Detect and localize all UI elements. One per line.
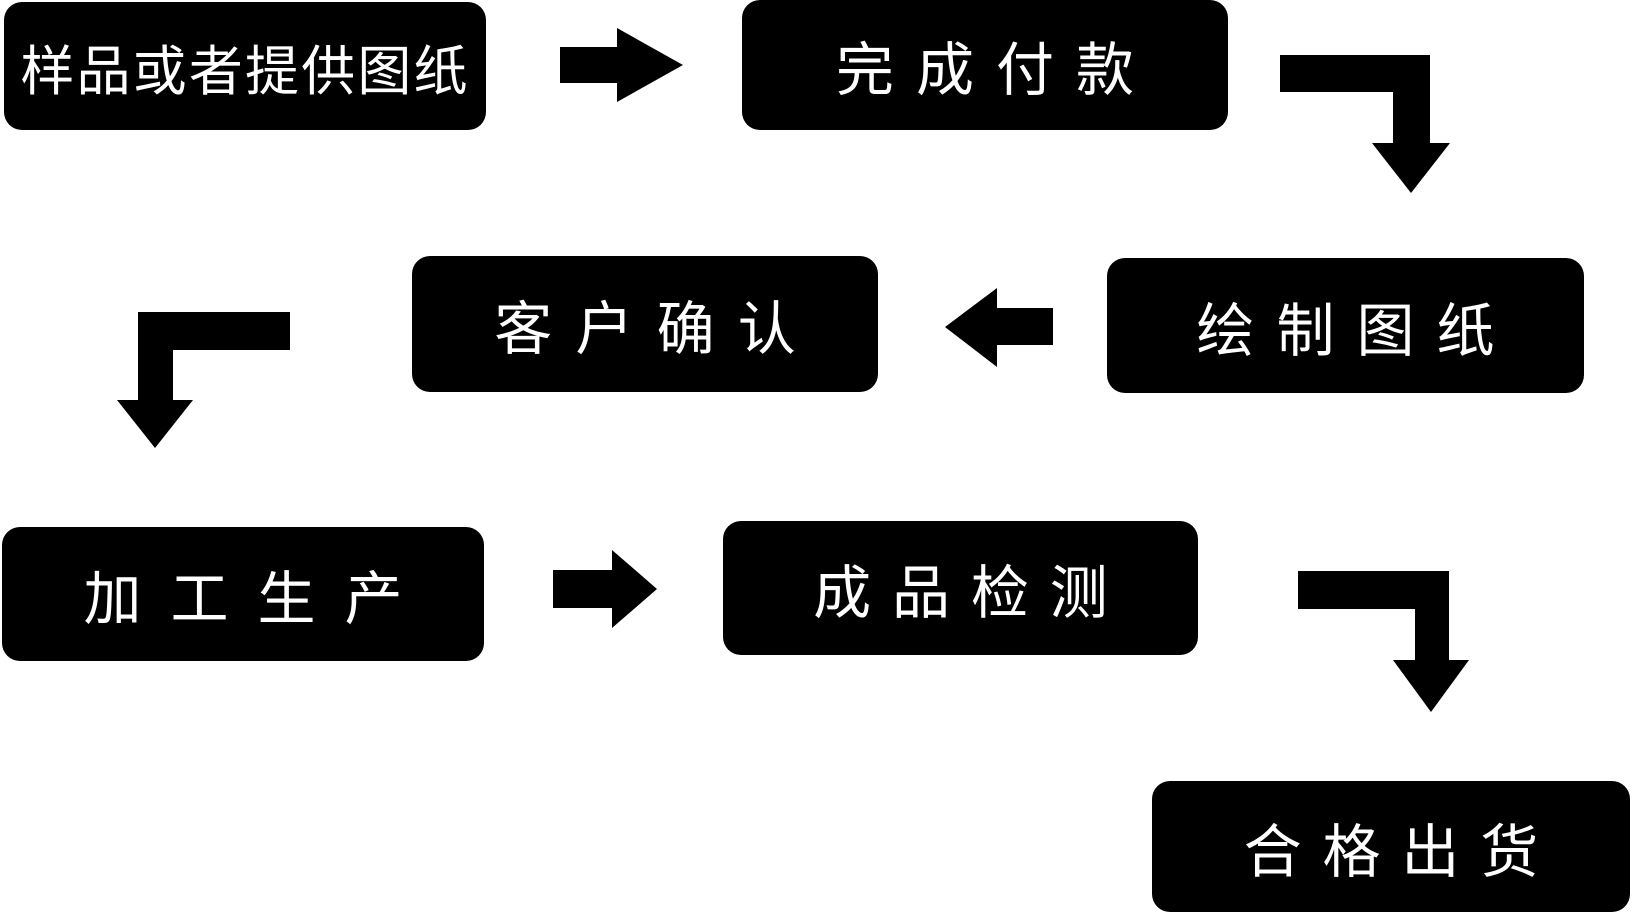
flow-node-qualified-shipment: 合格出货 xyxy=(1152,781,1630,912)
node-label: 完成付款 xyxy=(835,38,1157,103)
node-label: 样品或者提供图纸 xyxy=(20,41,470,102)
flow-node-customer-confirm: 客户确认 xyxy=(412,256,878,392)
arrow-elbow-right-down-icon xyxy=(1280,55,1450,193)
flow-node-complete-payment: 完成付款 xyxy=(742,0,1228,130)
arrow-right-icon xyxy=(553,550,657,628)
node-label: 客户确认 xyxy=(494,297,819,362)
arrow-elbow-left-down-icon xyxy=(117,312,290,448)
flow-node-sample-or-drawing: 样品或者提供图纸 xyxy=(4,2,486,130)
node-label: 加工生产 xyxy=(83,567,432,632)
flow-node-finished-inspection: 成品检测 xyxy=(723,521,1198,655)
node-label: 合格出货 xyxy=(1243,819,1560,885)
flow-node-processing-production: 加工生产 xyxy=(2,527,484,661)
arrow-left-icon xyxy=(945,288,1053,367)
flow-node-draw-drawings: 绘制图纸 xyxy=(1107,258,1584,393)
arrow-right-icon xyxy=(560,28,683,102)
arrow-elbow-right-down-icon xyxy=(1298,571,1469,712)
node-label: 成品检测 xyxy=(813,561,1129,626)
node-label: 绘制图纸 xyxy=(1196,298,1517,364)
